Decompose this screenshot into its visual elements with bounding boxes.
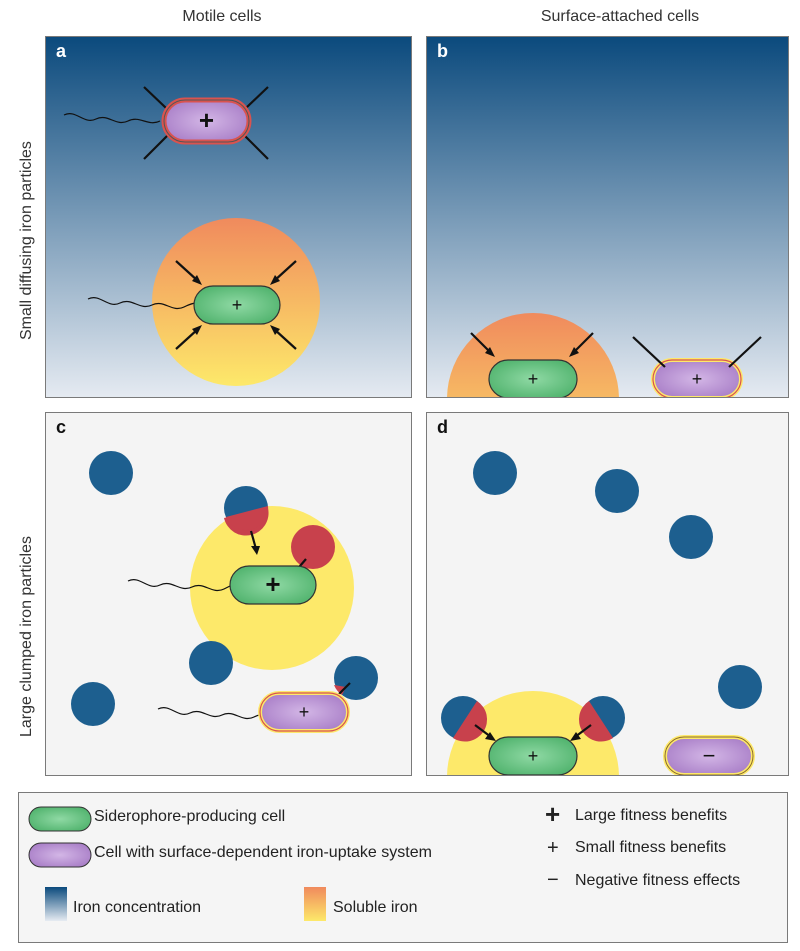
panel-a: + + a — [45, 36, 412, 398]
siderophore-cell-attached — [488, 359, 578, 397]
iron-particle — [189, 641, 233, 685]
panel-label-a: a — [56, 41, 67, 61]
panel-c-illustration: + + — [71, 451, 378, 733]
legend-large-benefit-symbol: + — [545, 799, 561, 829]
iron-particle — [718, 665, 762, 709]
iron-particle — [595, 469, 639, 513]
large-benefit-mark: + — [199, 105, 214, 135]
legend: Siderophore-producing cell Cell with sur… — [18, 792, 788, 943]
panel-label-c: c — [56, 417, 67, 437]
small-benefit-mark: + — [528, 369, 539, 389]
small-benefit-mark: + — [299, 702, 310, 722]
iron-particle — [89, 451, 133, 495]
iron-concentration-swatch — [45, 887, 67, 921]
legend-negative-label: Negative fitness effects — [575, 872, 741, 889]
iron-particle-solubilised — [291, 525, 335, 569]
legend-negative-symbol: − — [547, 869, 559, 891]
legend-swatches — [28, 806, 326, 921]
panel-d-illustration: + − — [441, 451, 762, 775]
legend-uptake-label: Cell with surface-dependent iron-uptake … — [94, 844, 432, 861]
row-label-small-particles: Small diffusing iron particles — [18, 141, 35, 340]
column-header-motile: Motile cells — [182, 8, 262, 25]
legend-large-benefit-label: Large fitness benefits — [575, 807, 728, 824]
small-benefit-mark: + — [232, 295, 243, 315]
large-benefit-mark: + — [265, 569, 280, 599]
iron-particle — [669, 515, 713, 559]
soluble-iron-swatch — [304, 887, 326, 921]
small-benefit-mark: + — [692, 369, 703, 389]
flagellum — [127, 579, 233, 591]
flagellum — [63, 113, 161, 124]
negative-effect-mark: − — [703, 743, 716, 768]
panel-d: + − d — [426, 412, 789, 776]
siderophore-cell-motile — [229, 565, 317, 605]
legend-small-benefit-symbol: + — [547, 837, 559, 859]
iron-particle — [71, 682, 115, 726]
small-benefit-mark: + — [528, 746, 539, 766]
siderophore-cell-attached — [488, 736, 578, 775]
siderophore-cell-swatch — [28, 806, 92, 832]
panel-b: + + b — [426, 36, 789, 398]
legend-small-benefit-label: Small fitness benefits — [575, 839, 727, 856]
panel-a-illustration: + + — [46, 37, 411, 397]
panel-c: + + c — [45, 412, 412, 776]
legend-iron-concentration-label: Iron concentration — [73, 899, 202, 916]
column-header-surface-attached: Surface-attached cells — [540, 8, 700, 25]
siderophore-cell-motile — [193, 285, 281, 325]
uptake-cell-swatch — [28, 842, 92, 868]
row-label-large-particles: Large clumped iron particles — [18, 536, 35, 737]
legend-siderophore-label: Siderophore-producing cell — [94, 808, 286, 825]
iron-particle — [473, 451, 517, 495]
panel-b-illustration: + + — [427, 37, 788, 397]
panel-label-b: b — [437, 41, 448, 61]
legend-soluble-iron-label: Soluble iron — [333, 899, 418, 916]
flagellum — [157, 707, 261, 719]
flagellum — [87, 297, 197, 309]
panel-label-d: d — [437, 417, 448, 437]
